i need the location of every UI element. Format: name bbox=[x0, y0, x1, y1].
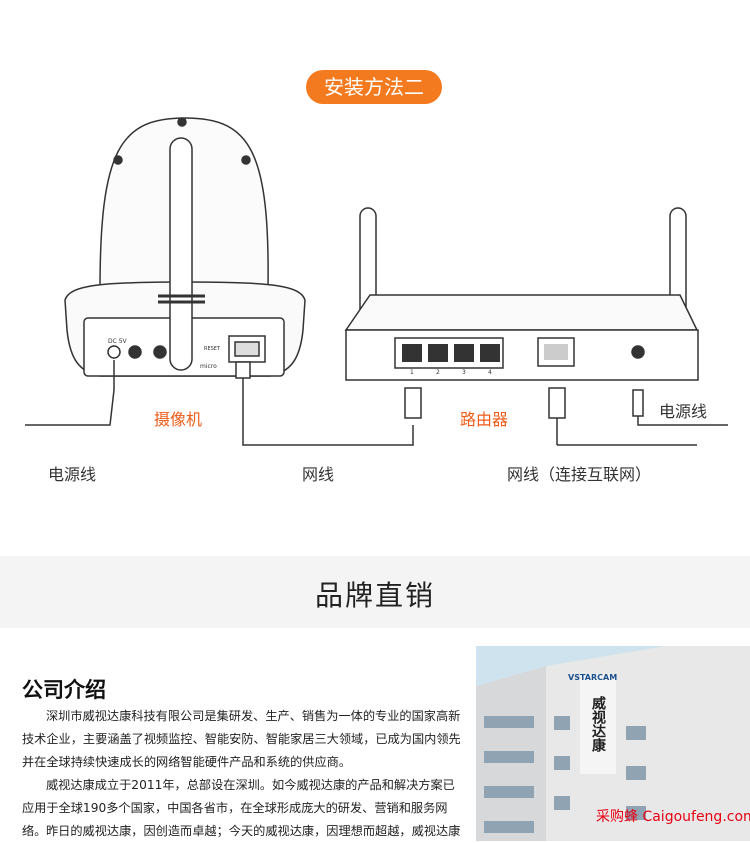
router-port-3: 3 bbox=[462, 369, 466, 376]
building-sign-name: 威视达康 bbox=[590, 695, 606, 753]
internet-cable-label: 网线（连接互联网） bbox=[507, 465, 652, 484]
watermark: 采购蜂 Caigoufeng.com bbox=[596, 809, 750, 825]
camera-dc-label: DC 5V bbox=[108, 338, 128, 345]
router-port-2: 2 bbox=[436, 369, 440, 376]
brand-title: 品牌直销 bbox=[314, 579, 435, 612]
camera-illustration bbox=[64, 117, 306, 377]
building-sign-brand: VSTARCAM bbox=[568, 673, 617, 682]
network-cable-label: 网线 bbox=[302, 465, 335, 484]
install-method-title: 安装方法二 bbox=[306, 70, 442, 104]
install-section: DC 5V RESET micro 1 2 3 bbox=[25, 70, 728, 484]
router-port-1: 1 bbox=[410, 369, 414, 376]
company-intro-paragraph-1: 深圳市威视达康科技有限公司是集研发、生产、销售为一体的专业的国家高新技术企业，主… bbox=[22, 709, 461, 769]
router-power-cable-label: 电源线 bbox=[659, 402, 708, 421]
camera-label: 摄像机 bbox=[154, 410, 203, 429]
company-building-photo: VSTARCAM 威视达康 bbox=[476, 646, 750, 841]
installation-diagram: DC 5V RESET micro 1 2 3 bbox=[25, 117, 728, 446]
brand-band: 品牌直销 bbox=[0, 556, 750, 628]
router-port-4: 4 bbox=[488, 369, 492, 376]
company-intro-paragraph-2: 威视达康成立于2011年，总部设在深圳。如今威视达康的产品和解决方案已应用于全球… bbox=[22, 778, 455, 838]
company-intro-paragraph-3: 昨日的威视达康，因创造而卓越；今天的威视达康，因理想而超越，威视达康 bbox=[46, 824, 461, 838]
camera-power-cable-label: 电源线 bbox=[48, 465, 97, 484]
router-port-slots bbox=[402, 344, 568, 362]
camera-micro-label: micro bbox=[200, 363, 217, 370]
company-intro-title: 公司介绍 bbox=[22, 678, 106, 702]
camera-cables bbox=[25, 360, 414, 446]
camera-reset-label: RESET bbox=[204, 346, 221, 352]
router-label: 路由器 bbox=[460, 410, 509, 429]
router-illustration bbox=[344, 207, 699, 381]
router-cables bbox=[404, 387, 728, 446]
